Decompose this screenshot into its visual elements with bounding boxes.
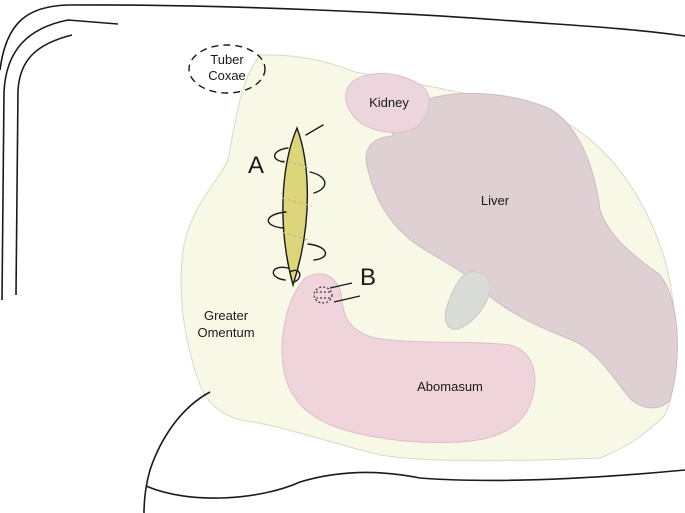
suture-loops	[267, 124, 326, 283]
belly-outline	[145, 469, 685, 499]
liver-label: Liver	[481, 193, 510, 208]
omentum-label-line1: Greater	[204, 308, 249, 323]
marker-b-label: B	[360, 264, 376, 291]
abomasum-label: Abomasum	[417, 379, 483, 394]
gallbladder	[444, 271, 491, 330]
marker-b-pointer	[329, 282, 361, 303]
pexy-site-b	[313, 286, 333, 304]
tuber-coxae-label-line1: Tuber	[210, 52, 244, 67]
incision-a	[282, 126, 309, 288]
incision-a-inner-suture	[281, 159, 313, 241]
kidney-label: Kidney	[369, 95, 409, 110]
marker-a-label: A	[248, 152, 264, 179]
abomasum	[281, 273, 536, 443]
kidney	[345, 72, 430, 133]
stifle-outline	[143, 391, 211, 513]
hind-leg-outer-line	[1, 19, 119, 301]
tuber-coxae-outline	[188, 44, 266, 94]
hind-leg-inner-line	[15, 34, 73, 296]
tuber-coxae-label-line2: Coxae	[208, 68, 246, 83]
liver	[365, 92, 678, 409]
omentum-label-line2: Omentum	[197, 325, 254, 340]
body-outline-top	[0, 4, 685, 71]
